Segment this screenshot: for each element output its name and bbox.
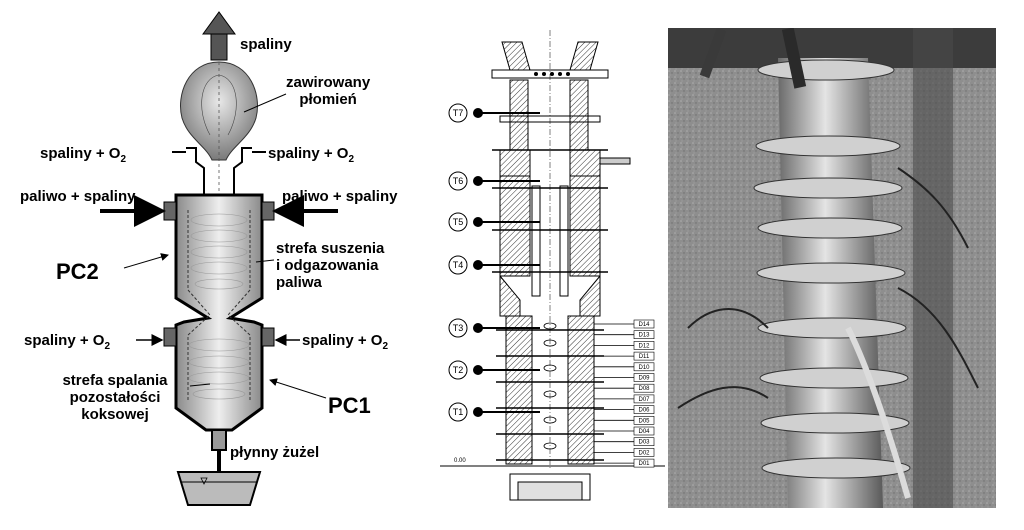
flue-o2-lower-right-label: spaliny + O2 [302,332,389,352]
port-d05: D05 [594,415,655,425]
thermocouple-label: T3 [453,323,464,333]
pc2-label: PC2 [56,259,99,284]
pc1-label: PC1 [328,393,371,418]
combustion-zone-label: strefa spalania pozostałości koksowej [40,372,190,423]
port-label: D09 [638,376,650,382]
furnace-schematic [100,11,338,506]
port-d14: D14 [594,319,655,329]
port-label: D05 [638,418,650,424]
port-d06: D06 [594,405,655,414]
thermocouple-t1: T1 [448,402,540,422]
thermocouple-label: T7 [453,108,464,118]
thermocouple-label: T1 [453,407,464,417]
thermocouple-label: T5 [453,217,464,227]
lower-o2-pipes [136,327,300,347]
thermocouple-label: T6 [453,176,464,186]
port-d11: D11 [594,351,655,361]
port-label: D14 [638,322,650,328]
thermocouple-t4: T4 [448,255,540,275]
port-label: D04 [638,429,650,435]
port-label: D01 [638,461,650,467]
port-label: D06 [638,408,650,414]
thermocouple-t5: T5 [448,212,540,232]
port-d09: D09 [594,373,655,382]
port-label: D02 [638,450,650,456]
flue-o2-upper-right-label: spaliny + O2 [268,145,355,165]
port-label: D13 [638,333,650,339]
furnace-photo [668,28,996,508]
upper-o2-nozzles [172,147,266,195]
exhaust-label: spaliny [240,36,292,53]
drying-zone-label: strefa suszenia i odgazowania paliwa [276,240,384,291]
drying-line3: paliwa [276,274,322,291]
fuel-inlet-pipes [100,195,338,227]
port-label: D12 [638,343,650,349]
flue-o2-lower-left-label: spaliny + O2 [24,332,111,352]
combustion-line2: pozostałości [69,389,161,406]
port-d08: D08 [594,383,655,393]
swirl-flame-line1: zawirowany [286,74,371,91]
port-label: D10 [638,365,650,371]
slag-label: płynny żużel [230,444,320,461]
port-d13: D13 [594,330,655,340]
thermocouple-t6: T6 [448,171,540,191]
drying-line1: strefa suszenia [276,240,385,257]
port-d07: D07 [594,394,655,404]
swirl-flame-line2: płomień [299,91,357,108]
thermocouple-t3: T3 [448,318,540,338]
slag-outlet [176,429,262,506]
sampling-ports: D14D13D12D11D10D09D08D07D06D05D04D03D02D… [594,319,655,468]
port-d03: D03 [594,437,655,447]
port-label: D03 [638,440,650,446]
thermocouple-label: T4 [453,260,464,270]
thermocouple-t2: T2 [448,360,540,380]
thermocouple-label: T2 [453,365,464,375]
combustion-line3: koksowej [81,406,149,423]
port-d02: D02 [594,448,655,457]
port-d12: D12 [594,341,655,350]
flue-o2-upper-left-label: spaliny + O2 [40,145,127,165]
port-label: D11 [639,354,650,360]
thermocouple-t7: T7 [448,103,540,123]
port-label: D08 [638,386,650,392]
level-label: 0.00 [454,458,466,464]
fuel-right-label: paliwo + spaliny [282,188,398,205]
combustion-line1: strefa spalania [62,372,168,389]
fuel-left-label: paliwo + spaliny [20,188,136,205]
port-d04: D04 [594,426,655,436]
exhaust-arrow-icon [202,11,236,61]
port-label: D07 [638,397,650,403]
port-d10: D10 [594,362,655,372]
drying-line2: i odgazowania [276,257,379,274]
swirl-flame-label: zawirowany płomień [286,74,370,108]
port-d01: D01 [594,458,655,468]
